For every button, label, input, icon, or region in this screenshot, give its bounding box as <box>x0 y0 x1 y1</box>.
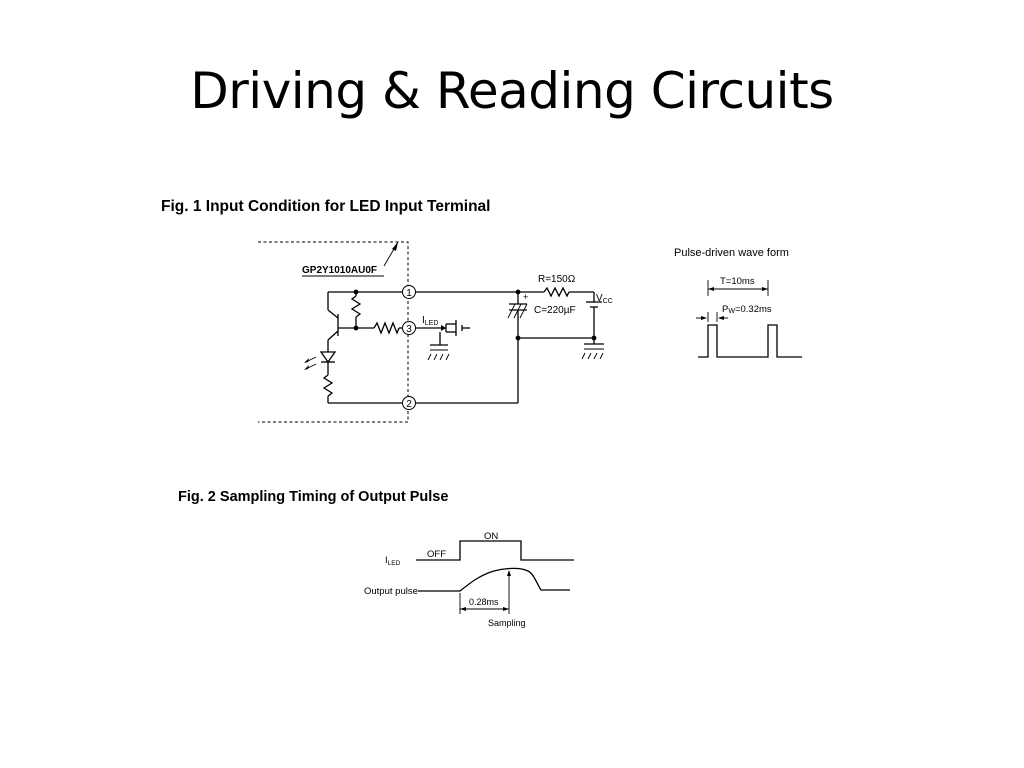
resistor-label: R=150Ω <box>538 274 576 285</box>
iled-label: ILED <box>422 315 438 327</box>
svg-text:3: 3 <box>406 324 412 335</box>
output-pulse-trace <box>418 567 570 592</box>
fig2-caption: Fig. 2 Sampling Timing of Output Pulse <box>178 489 449 505</box>
sampling-label: Sampling <box>488 618 526 628</box>
vcc-label: VCC <box>596 293 613 305</box>
svg-text:1: 1 <box>406 288 412 299</box>
period-label: T=10ms <box>720 276 755 287</box>
iled-row-label: ILED <box>385 555 401 567</box>
pulse-width-label: PW=0.32ms <box>722 304 772 315</box>
iled-drive-switch: ILED <box>416 315 470 361</box>
iled-pulse-trace <box>416 540 574 561</box>
internal-circuit <box>304 289 402 404</box>
output-pulse-label: Output pulse <box>364 586 418 597</box>
waveform-title: Pulse-driven wave form <box>674 247 789 259</box>
off-label: OFF <box>427 549 446 560</box>
sensor-module-outline: GP2Y1010AU0F <box>258 241 409 423</box>
delay-label: 0.28ms <box>469 597 499 607</box>
pin-1: 1 <box>402 285 416 299</box>
svg-text:2: 2 <box>406 399 412 410</box>
fig1-caption: Fig. 1 Input Condition for LED Input Ter… <box>161 198 491 215</box>
capacitor-label: C=220µF <box>534 305 576 316</box>
pulse-waveform: Pulse-driven wave form T=10ms PW=0.32ms <box>674 247 802 358</box>
pin-3: 3 <box>402 321 416 335</box>
on-label: ON <box>484 531 498 542</box>
capacitor-plus: + <box>523 292 528 302</box>
sampling-timing-chart: ILED OFF ON Output pulse 0.28ms Sampling <box>364 531 574 628</box>
part-number-label: GP2Y1010AU0F <box>302 265 377 276</box>
pin-2: 2 <box>402 396 416 410</box>
slide-title: Driving & Reading Circuits <box>190 62 834 120</box>
rc-supply-network: R=150Ω VCC + C=220µF <box>416 274 613 404</box>
